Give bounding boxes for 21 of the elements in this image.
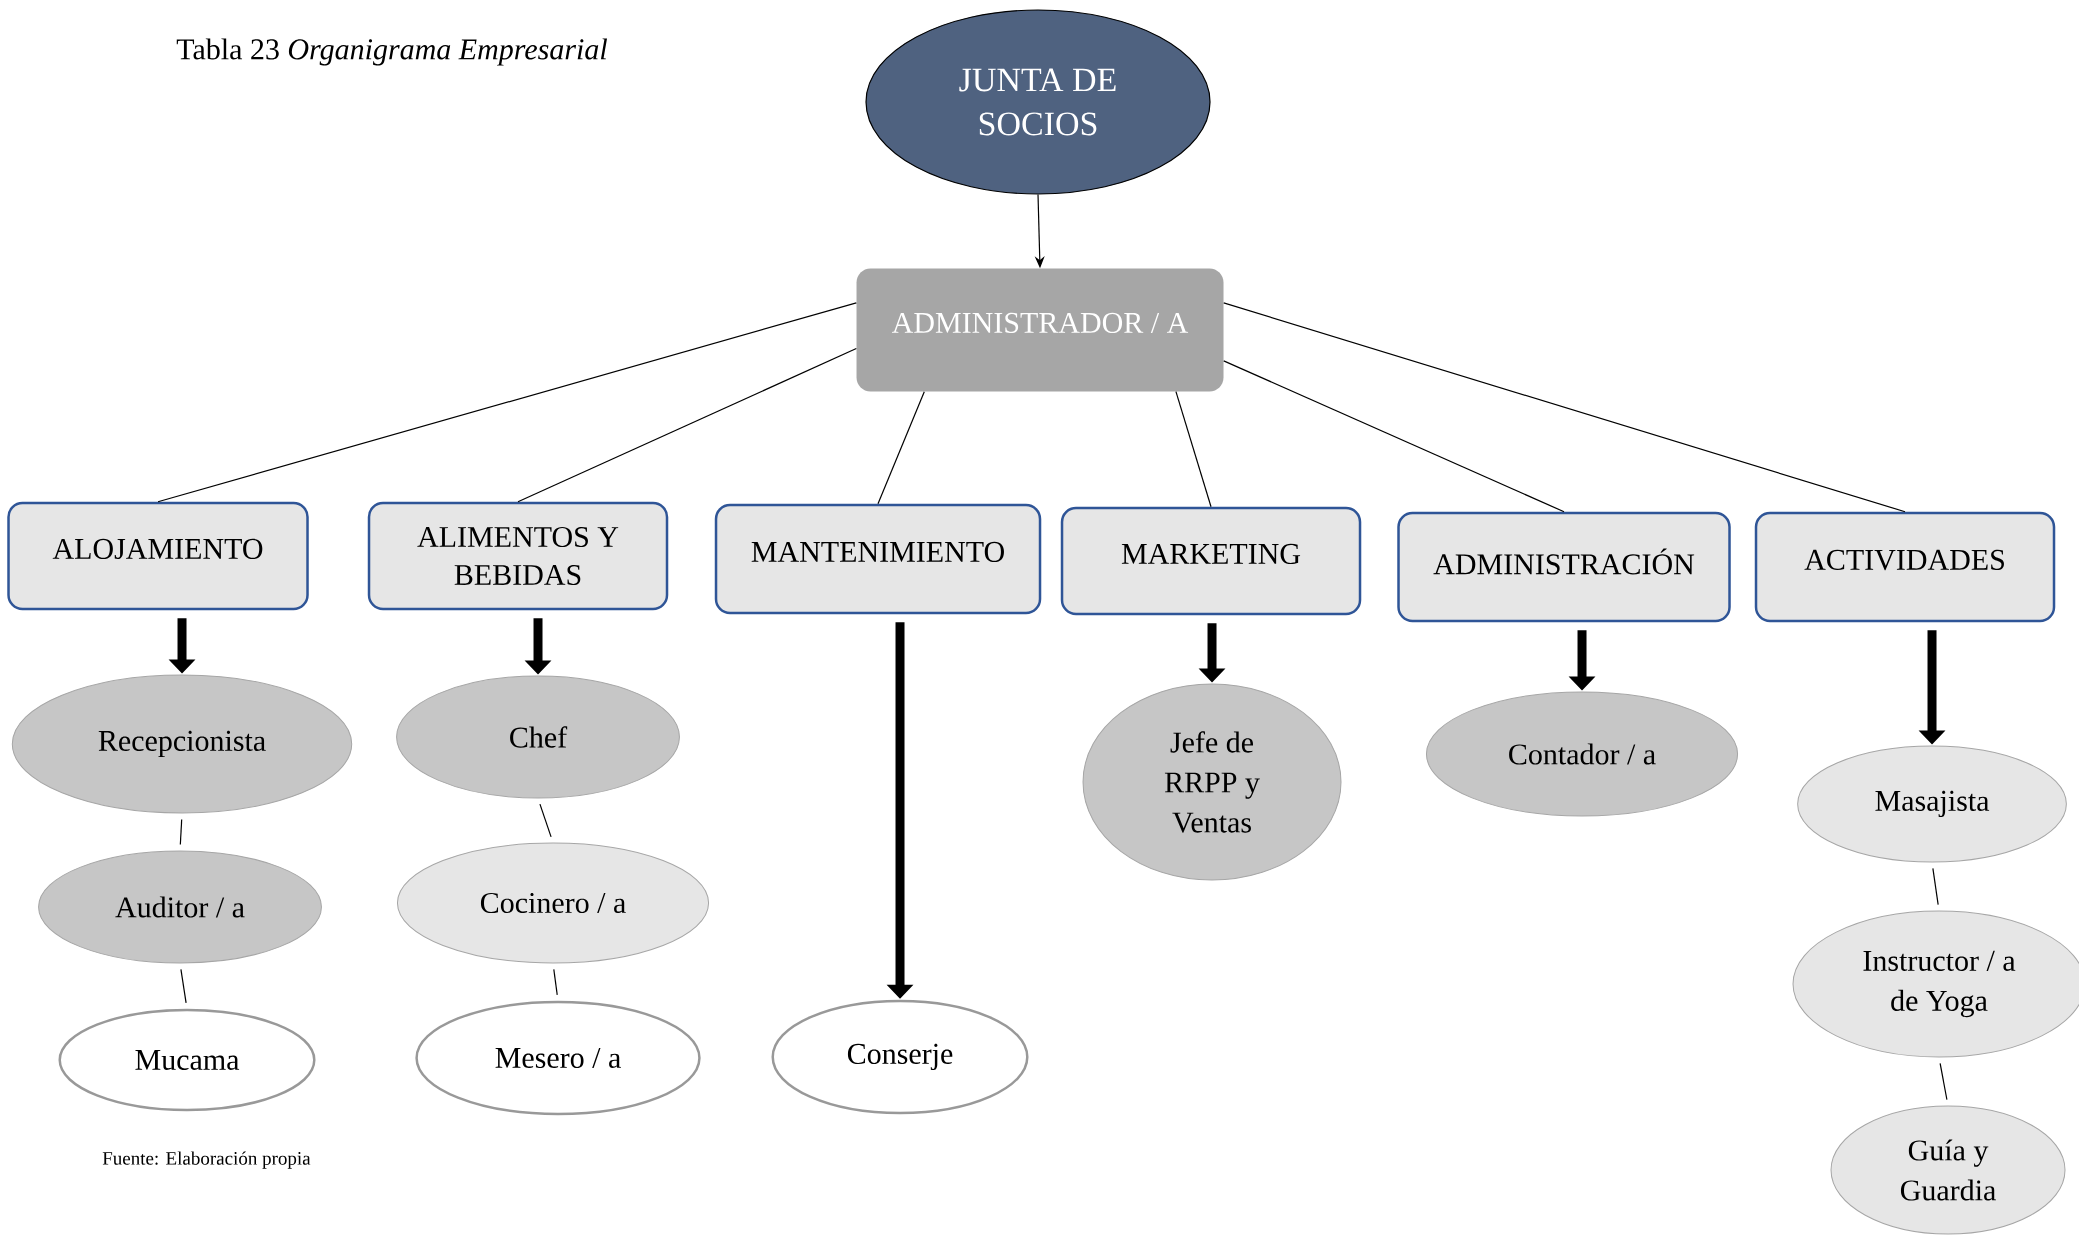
department-box: ACTIVIDADES (1754, 511, 2056, 623)
connector-line (1932, 867, 1939, 906)
connector-line (1175, 391, 1212, 508)
connector-line (877, 391, 925, 505)
manager-box: ADMINISTRADOR / A (856, 268, 1224, 392)
connector-line (517, 347, 857, 503)
connector-line (1223, 302, 1906, 513)
connector-line (539, 803, 552, 838)
department-box: ADMINISTRACIÓN (1397, 511, 1731, 623)
table-title: Tabla 23 Organigrama Empresarial (176, 38, 607, 66)
connector-line (553, 968, 558, 996)
department-box: MARKETING (1060, 506, 1362, 616)
connector-line (1223, 360, 1565, 513)
connector-line (179, 818, 183, 846)
source-note: Fuente: Elaboración propia (102, 1151, 311, 1169)
connector-line (157, 302, 857, 503)
department-box: ALIMENTOS Y BEBIDAS (367, 501, 669, 611)
department-box: MANTENIMIENTO (714, 503, 1042, 615)
department-box: ALOJAMIENTO (7, 501, 309, 611)
connector-line (1939, 1062, 1948, 1101)
connector-line (180, 968, 187, 1004)
